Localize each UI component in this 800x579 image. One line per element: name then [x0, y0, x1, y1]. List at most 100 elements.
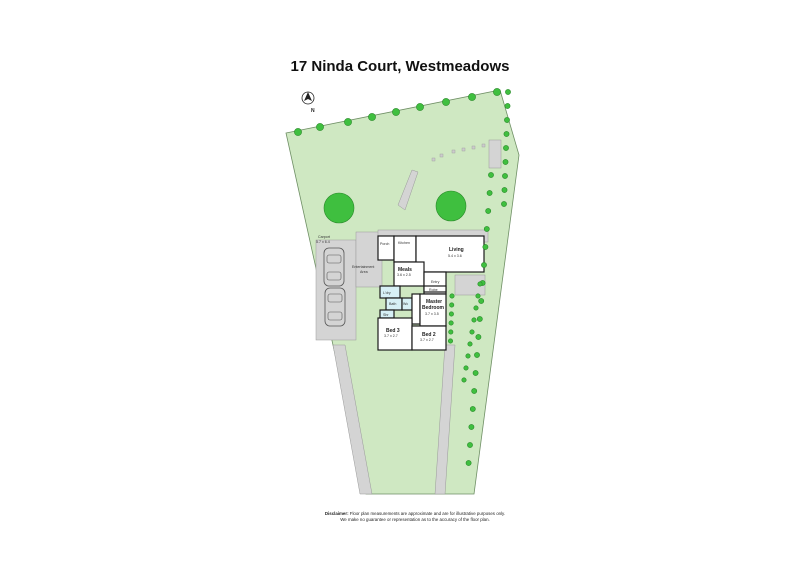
boundary-shrub [469, 329, 475, 335]
boundary-shrub [472, 370, 479, 376]
boundary-shrub [442, 98, 450, 106]
disclaimer-line-2: We make no guarantee or representation a… [340, 517, 490, 522]
boundary-shrub [473, 305, 479, 311]
stepping-stone [431, 157, 436, 162]
trees [294, 88, 511, 466]
boundary-shrub [482, 244, 489, 250]
boundary-shrub [316, 123, 324, 131]
robe-room [423, 285, 447, 293]
kitchen-label: Kitchen [398, 241, 410, 245]
north-arrow-icon: N [301, 91, 315, 114]
entertainment-label: Entertainment [352, 265, 374, 269]
boundary-shrub [475, 334, 482, 340]
large-tree [435, 190, 467, 222]
stepping-stone [471, 145, 476, 150]
boundary-shrub [294, 128, 302, 136]
boundary-shrub [478, 298, 485, 304]
boundary-shrub [476, 316, 483, 322]
boundary-shrub [447, 338, 453, 344]
boundary-shrub [448, 311, 454, 317]
boundary-shrub [477, 281, 483, 287]
hall [411, 293, 421, 325]
meals-label: Meals [398, 267, 412, 273]
boundary-shrub [501, 201, 507, 207]
boundary-shrub [504, 103, 511, 109]
carport [315, 239, 357, 341]
master-label: Master [426, 299, 442, 305]
carport-dims: 5.7 x 6.4 [316, 240, 330, 244]
porch-room [377, 235, 395, 261]
compass-label: N [311, 108, 315, 114]
bed3-dims: 3.7 x 2.7 [384, 334, 398, 338]
bed2-dims: 3.7 x 2.7 [420, 338, 434, 342]
boundary-shrub [481, 262, 487, 268]
room-labels: Carport 5.7 x 6.4 Entertainment Area Por… [316, 235, 464, 342]
boundary-shrub [469, 406, 476, 412]
boundary-shrub [471, 317, 477, 323]
boundary-shrub [503, 131, 510, 137]
gate [488, 139, 502, 169]
laundry-label: L'dry [383, 291, 391, 295]
large-tree [323, 192, 355, 224]
stepping-stone [481, 143, 486, 148]
bath-label: Bath [389, 302, 396, 306]
boundary-shrub [504, 117, 510, 123]
meals-dims: 3.6 x 2.5 [397, 273, 411, 277]
boundary-shrub [449, 293, 455, 299]
master-dims: 3.7 x 3.5 [425, 312, 439, 316]
carport-label: Carport [318, 235, 330, 239]
wc-label: Wc [403, 302, 408, 306]
boundary-shrub [449, 302, 455, 308]
disclaimer-line-1: Floor plan measurements are approximate … [348, 511, 506, 516]
stepping-stone [451, 149, 456, 154]
disclaimer-bold: Disclaimer: [324, 511, 349, 516]
bed2-label: Bed 2 [422, 332, 436, 338]
boundary-shrub [501, 187, 508, 193]
boundary-shrub [461, 377, 467, 383]
bed3-room [377, 317, 413, 351]
side-paving [454, 274, 486, 296]
boundary-shrub [467, 442, 473, 448]
stepping-stone [461, 147, 466, 152]
boundary-shrub [344, 118, 352, 126]
boundary-shrub [475, 293, 481, 299]
boundary-shrub [485, 208, 492, 214]
boundary-shrub [448, 320, 454, 326]
disclaimer: Disclaimer: Floor plan measurements are … [250, 511, 580, 523]
boundary-shrub [448, 329, 454, 335]
boundary-shrub [502, 159, 509, 165]
car-bottom [324, 287, 346, 327]
master-bedroom-room [419, 293, 447, 327]
boundary-shrub [468, 424, 475, 430]
porch-label: Porch [380, 242, 389, 246]
kitchen-room [393, 235, 417, 263]
bed3-label: Bed 3 [386, 328, 400, 334]
entertainment-label-2: Area [360, 270, 368, 274]
front-path [397, 169, 419, 211]
car-top [323, 247, 345, 287]
boundary-shrub [471, 388, 478, 394]
boundary-shrub [463, 365, 469, 371]
boundary-shrub [474, 352, 480, 358]
boundary-shrub [505, 89, 511, 95]
living-room [415, 235, 485, 273]
entry-label: Entry [431, 280, 440, 284]
shower-label: Shr [383, 313, 389, 317]
boundary-shrub [392, 108, 400, 116]
boundary-shrub [416, 103, 424, 111]
boundary-shrub [503, 145, 509, 151]
boundary-shrub [467, 341, 473, 347]
master-label-2: Bedroom [422, 305, 445, 311]
stepping-stones [431, 143, 486, 162]
meals-room [393, 261, 425, 287]
living-dims: 5.4 x 3.6 [448, 254, 462, 258]
living-label: Living [449, 247, 464, 253]
side-path [434, 344, 456, 495]
robe-label: Robe [429, 288, 438, 292]
boundary-shrub [486, 190, 493, 196]
driveway [332, 344, 373, 495]
stepping-stone [439, 153, 444, 158]
boundary-shrub [368, 113, 376, 121]
boundary-shrub [465, 460, 472, 466]
